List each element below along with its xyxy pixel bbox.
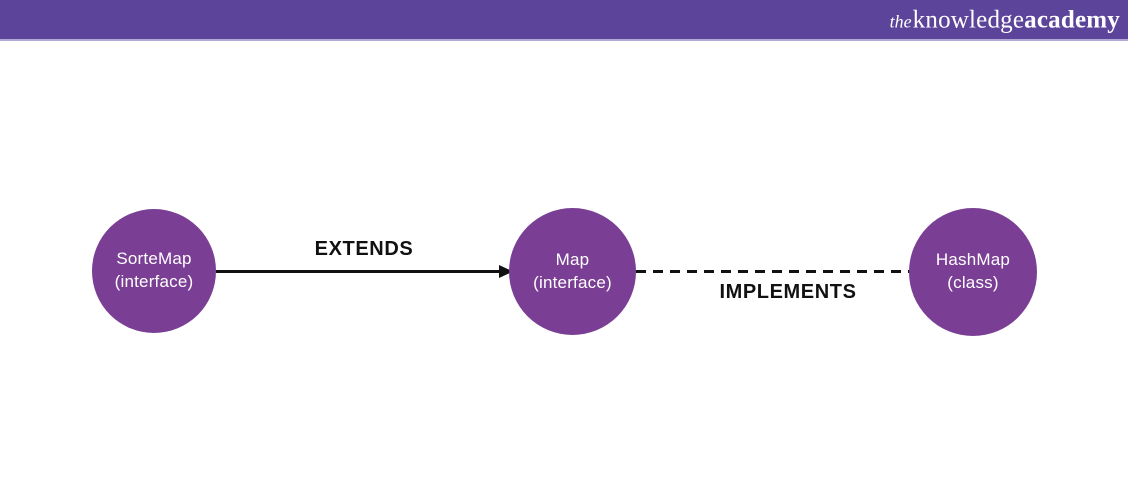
node-sortemap: SorteMap (interface) [92,209,216,333]
node-map-name: Map [555,249,590,269]
node-hashmap-name: HashMap [935,250,1011,270]
implements-label: IMPLEMENTS [719,281,857,303]
node-sortemap-type: (interface) [114,272,194,291]
node-map: Map (interface) [509,208,636,335]
extends-connector [216,265,513,278]
node-map-type: (interface) [533,272,612,292]
node-sortemap-name: SorteMap [116,249,192,269]
logo-knowledge: knowledge [912,6,1025,33]
logo-the: the [889,11,912,31]
node-hashmap: HashMap (class) [909,208,1037,336]
logo-academy: academy [1024,6,1120,33]
node-hashmap-type: (class) [947,273,999,292]
brand-logo: theknowledgeacademy [890,7,1120,32]
header-bar: theknowledgeacademy [0,0,1128,41]
extends-label: EXTENDS [314,238,414,260]
